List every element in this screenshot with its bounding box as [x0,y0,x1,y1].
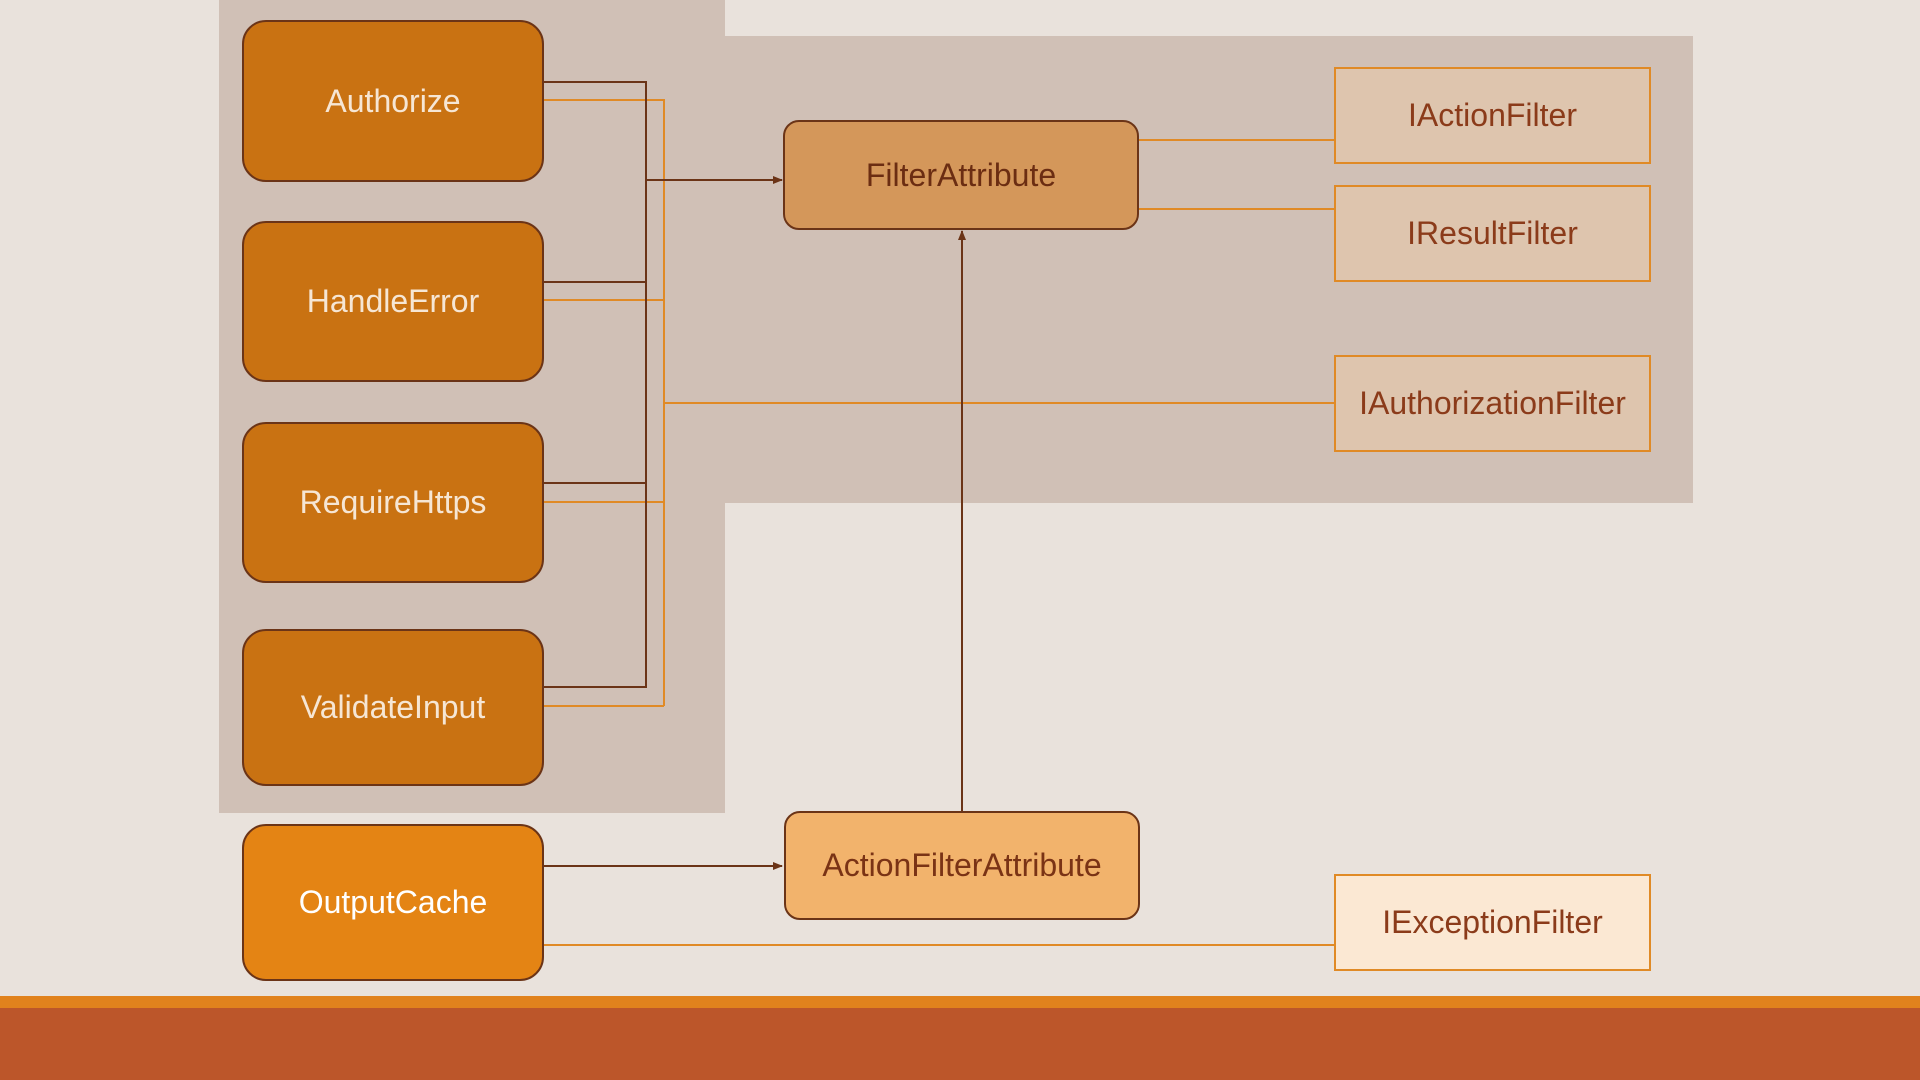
authorize-orange-line [544,99,665,706]
authorize-label: Authorize [325,82,461,119]
iauthorizationfilter-box: IAuthorizationFilter [1334,355,1651,452]
iexceptionfilter-label: IExceptionFilter [1382,904,1603,940]
action-filter-attribute-label: ActionFilterAttribute [822,847,1102,883]
filter-attribute-label: FilterAttribute [865,156,1057,193]
validate-input-label: ValidateInput [300,689,486,725]
authorize-dark-line [544,81,647,688]
orange-connectors [544,99,1334,946]
iresultfilter-box: IResultFilter [1334,185,1651,282]
handle-error-label: HandleError [306,283,480,319]
iactionfilter-label: IActionFilter [1408,97,1577,133]
authorize-box: Authorize [242,20,544,182]
footer-accent-stripe [0,996,1920,1008]
footer-band [0,1008,1920,1080]
handle-error-box: HandleError [242,221,544,382]
iresultfilter-label: IResultFilter [1407,215,1578,251]
require-https-box: RequireHttps [242,422,544,583]
filter-attribute-box: FilterAttribute [783,120,1139,230]
output-cache-label: OutputCache [298,884,488,920]
validate-input-box: ValidateInput [242,629,544,786]
iexceptionfilter-box: IExceptionFilter [1334,874,1651,971]
action-filter-attribute-box: ActionFilterAttribute [784,811,1140,920]
iauthorizationfilter-label: IAuthorizationFilter [1359,385,1626,421]
output-cache-box: OutputCache [242,824,544,981]
require-https-label: RequireHttps [299,484,487,520]
dark-connectors [544,81,966,870]
iactionfilter-box: IActionFilter [1334,67,1651,164]
